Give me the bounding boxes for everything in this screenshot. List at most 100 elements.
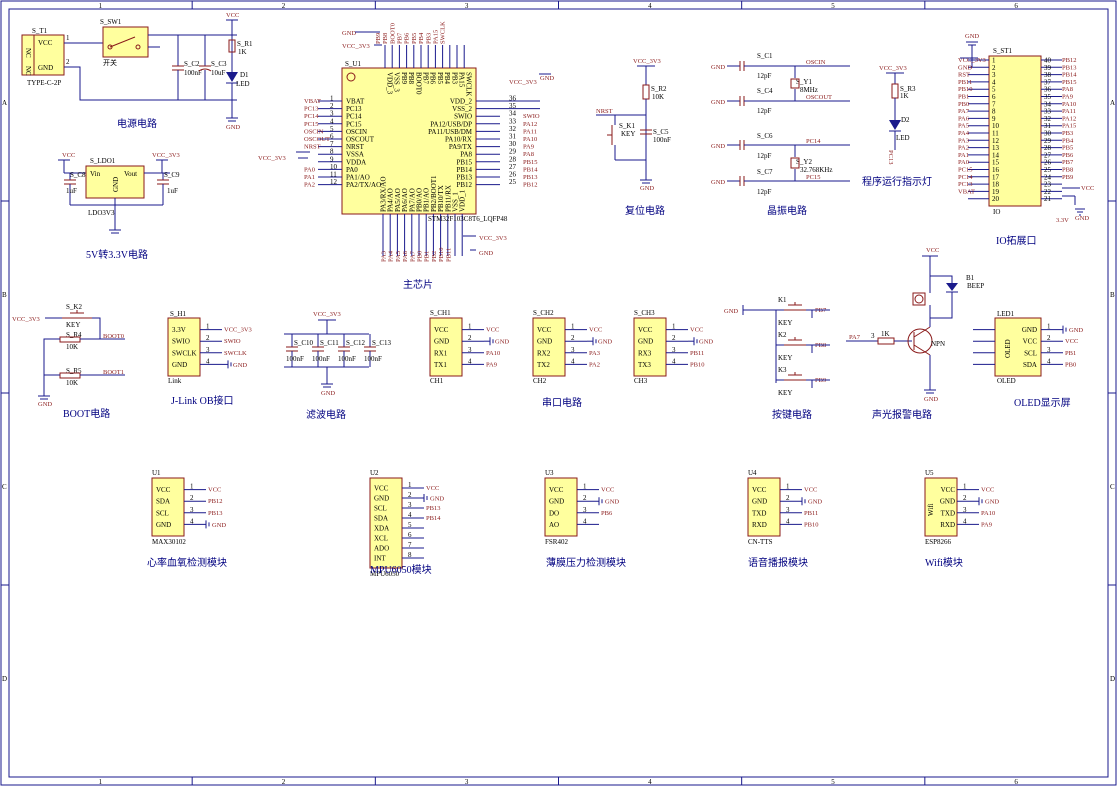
uart-ch2-pin-num-2: 2 xyxy=(571,334,575,342)
io-net-left-pa1: PA1 xyxy=(958,152,969,159)
mcu-net-pb14: PB14 xyxy=(523,166,538,173)
mcu-net-pb2: PB2 xyxy=(431,251,438,262)
jlink-pin-3-3v: 3.3V xyxy=(172,326,186,334)
boot-gnd: GND xyxy=(38,401,52,408)
mcu-pin-pb11-rx: PB11/RX xyxy=(444,185,452,212)
alarm-resistor: 1K xyxy=(881,330,890,338)
max30102-title: 心率血氧检测模块 xyxy=(147,556,227,569)
mcu-pin-pb9: PB9 xyxy=(400,72,408,85)
border-col-bottom-2: 2 xyxy=(282,778,286,786)
io-net-left-pa0: PA0 xyxy=(958,159,969,166)
io-pin-17: 17 xyxy=(992,173,1000,181)
uart-ch1-pin-tx1: TX1 xyxy=(434,361,447,369)
voice-title: 语音播报模块 xyxy=(748,556,808,569)
module-max30102-pin-num-2: 2 xyxy=(190,494,194,502)
c7-value: 12pF xyxy=(757,188,772,196)
uart-ch2-net-vcc: VCC xyxy=(589,327,602,334)
mcu-pin-vss-3: VSS_3 xyxy=(393,72,401,92)
mcu-net-pa3: PA3 xyxy=(381,251,388,262)
mcu-pin-num-9: 9 xyxy=(330,155,334,163)
uart-ch1-net-pa10: PA10 xyxy=(486,350,500,357)
mcu-net-pb13: PB13 xyxy=(523,174,537,181)
border-row-right-B: B xyxy=(1110,291,1115,299)
border-col-top-1: 1 xyxy=(99,2,103,10)
reset-vcc3v3: VCC_3V3 xyxy=(633,58,661,65)
mcu-net-pa8: PA8 xyxy=(523,151,534,158)
oled-pin-sda: SDA xyxy=(1023,361,1037,369)
ldo-vcc3v3-port: VCC_3V3 xyxy=(152,152,180,159)
module-esp8266-body xyxy=(924,477,958,537)
border-col-bottom-1: 1 xyxy=(99,778,103,786)
module-esp8266-pin-num-1: 1 xyxy=(963,483,967,491)
module-cn-tts-pin-num-4: 4 xyxy=(786,517,790,525)
border-col-bottom-3: 3 xyxy=(465,778,469,786)
io-pin-33: 33 xyxy=(1044,108,1052,116)
mcu-vcc3v3-bottom: VCC_3V3 xyxy=(479,235,507,242)
mcu-net-pb4: PB4 xyxy=(418,32,425,44)
border-col-bottom-5: 5 xyxy=(831,778,835,786)
module-mpu6050-pin-num-1: 1 xyxy=(408,481,412,489)
key-k1-name: KEY xyxy=(778,319,792,327)
power-switch[interactable] xyxy=(102,26,149,58)
mcu-net-oscout: OSCOUT xyxy=(304,136,330,143)
uart-ch3-net-gnd: GND xyxy=(699,339,713,346)
oled-pin-scl: SCL xyxy=(1024,349,1037,357)
crystal-gnd-4: GND xyxy=(711,179,725,186)
stm32-chip xyxy=(341,67,477,215)
module-esp8266-pin-num-2: 2 xyxy=(963,494,967,502)
mcu-circuit: S_U1 VBAT1VBATPC132PC13PC143PC14PC154PC1… xyxy=(258,21,554,291)
io-net-left-pa4: PA4 xyxy=(958,130,970,137)
module-max30102-net-vcc: VCC xyxy=(208,487,221,494)
module-fsr402-pin-do: DO xyxy=(549,509,559,517)
filter-cap-s-c12: S_C12 xyxy=(346,339,366,347)
io-pin-27: 27 xyxy=(1044,151,1052,159)
mcu-net-nrst: NRST xyxy=(304,144,321,151)
mcu-pin-vbat: VBAT xyxy=(346,98,365,106)
io-pin-18: 18 xyxy=(992,181,1000,189)
oled-pin-num-4: 4 xyxy=(1047,357,1051,365)
power-circuit: S_T1 NC NC VCC GND TYPE-C-2P 1 2 S_SW1 开… xyxy=(21,12,253,131)
uart-ch3-pin-num-2: 2 xyxy=(672,334,676,342)
io-net-right-pa11: PA11 xyxy=(1062,108,1076,115)
mcu-net-pb12: PB12 xyxy=(523,182,537,189)
y2-ref: S_Y2 xyxy=(796,158,812,166)
filter-vcc3v3: VCC_3V3 xyxy=(313,311,341,318)
filter-cap-s-c10: S_C10 xyxy=(294,339,314,347)
module-fsr402-net-gnd: GND xyxy=(605,499,619,506)
uart-ch2-header xyxy=(532,317,566,377)
mcu-pin-pb7: PB7 xyxy=(422,72,430,85)
jlink-net-gnd: GND xyxy=(233,362,247,369)
module-cn-tts-pin-rxd: RXD xyxy=(752,521,767,529)
io-pin-10: 10 xyxy=(992,122,1000,130)
mcu-pin-num-32: 32 xyxy=(509,125,517,133)
mcu-pin-pa7-ao: PA7/AO xyxy=(408,188,416,212)
module-max30102-net-pb12: PB12 xyxy=(208,498,222,505)
fsr-title: 薄膜压力检测模块 xyxy=(546,556,626,569)
mcu-pin-pc13: PC13 xyxy=(346,105,362,113)
ldo-ref: S_LDO1 xyxy=(90,157,116,165)
mcu-pin-pb8: PB8 xyxy=(407,72,415,85)
jlink-pin-gnd: GND xyxy=(172,361,187,369)
jlink-ref: S_H1 xyxy=(170,310,186,318)
oled-pin-gnd: GND xyxy=(1022,326,1037,334)
module-esp8266-net-pa9: PA9 xyxy=(981,521,992,528)
ldo-circuit-title: 5V转3.3V电路 xyxy=(86,248,148,261)
uart-ch3-pin-num-1: 1 xyxy=(672,323,676,331)
io-net-right-pa9: PA9 xyxy=(1062,94,1073,101)
module-cn-tts-body xyxy=(747,477,781,537)
mcu-pin-num-26: 26 xyxy=(509,171,517,179)
mcu-pin-num-6: 6 xyxy=(330,133,334,141)
module-mpu6050-pin-num-4: 4 xyxy=(408,511,412,519)
indicator-vcc3v3: VCC_3V3 xyxy=(879,65,907,72)
mcu-left-pins: VBAT1VBATPC132PC13PC143PC14PC154PC15OSCI… xyxy=(304,95,381,190)
mcu-pin-vdd-2: VDD_2 xyxy=(450,98,473,106)
border-row-right-A: A xyxy=(1110,99,1115,107)
module-max30102-net-gnd: GND xyxy=(212,522,226,529)
io-pin-23: 23 xyxy=(1044,181,1052,189)
uart-ch3-header xyxy=(633,317,667,377)
mcu-net-pb9: PB9 xyxy=(375,33,382,44)
